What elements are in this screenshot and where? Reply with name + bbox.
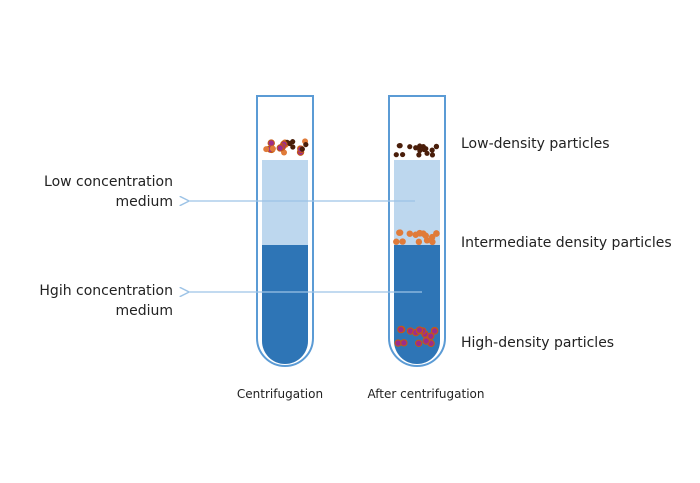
- low-density-particle: [399, 151, 406, 158]
- low-density-particle: [413, 145, 419, 151]
- low-density-particle: [433, 144, 440, 150]
- tube-left-outline: [256, 95, 314, 367]
- intermediate-density-particle: [396, 229, 403, 236]
- high-density-particle: [415, 339, 423, 347]
- low-density-particle: [393, 152, 399, 158]
- high-medium-label-line1: Hgih concentration: [39, 283, 173, 299]
- low-density-particle: [429, 152, 436, 158]
- tube-left-high-medium: [262, 245, 308, 364]
- high-density-particle: [400, 339, 408, 347]
- particle: [290, 144, 296, 150]
- particle: [276, 144, 284, 152]
- intermediate-density-particles: [393, 229, 440, 246]
- low-density-particle: [407, 144, 413, 150]
- particle: [299, 146, 305, 152]
- tube-left: [256, 95, 314, 367]
- tube-right-low-medium: [394, 160, 440, 245]
- particle: [303, 141, 309, 148]
- low-density-particle: [417, 143, 423, 149]
- intermediate-density-particle: [393, 238, 400, 245]
- high-density-particle: [427, 332, 435, 340]
- tube-left-low-medium: [262, 160, 308, 245]
- particle: [290, 139, 296, 145]
- high-density-particle: [415, 326, 424, 334]
- low-density-particle: [416, 152, 422, 158]
- intermediate-density-particle: [415, 238, 423, 246]
- high-density-particle: [422, 337, 430, 345]
- high-density-particle: [430, 327, 439, 335]
- low-density-particle: [429, 147, 435, 153]
- tube-left-caption: Centrifugation: [236, 387, 324, 401]
- intermediate-density-particle: [406, 230, 413, 237]
- tube-right-caption: After centrifugation: [367, 387, 485, 401]
- tube-right: [388, 95, 446, 367]
- particle: [267, 139, 275, 147]
- intermediate-density-particle: [416, 229, 423, 237]
- low-medium-label: Low concentration medium: [44, 172, 173, 212]
- tube-right-outline: [388, 95, 446, 367]
- high-density-label: High-density particles: [461, 335, 615, 351]
- intermediate-density-label: Intermediate density particles: [461, 235, 672, 251]
- tube-left-mixed-particles: [263, 138, 309, 156]
- high-medium-label-line2: medium: [115, 303, 173, 319]
- intermediate-density-particle: [423, 237, 431, 244]
- high-density-particles: [394, 325, 439, 348]
- low-medium-label-line1: Low concentration: [44, 174, 173, 190]
- intermediate-density-particle: [428, 233, 436, 241]
- particle: [263, 146, 270, 153]
- low-density-particle: [421, 146, 427, 153]
- low-density-particle: [417, 147, 423, 154]
- low-density-label: Low-density particles: [461, 136, 610, 152]
- particle: [281, 149, 288, 156]
- low-medium-label-line2: medium: [115, 194, 173, 210]
- high-medium-label: Hgih concentration medium: [39, 281, 173, 321]
- intermediate-density-particle: [429, 238, 436, 246]
- high-density-particle: [397, 325, 405, 334]
- intermediate-density-particle: [433, 230, 440, 237]
- intermediate-density-particle: [399, 238, 406, 245]
- particle: [269, 145, 276, 152]
- low-density-particle: [424, 150, 430, 156]
- low-density-particle: [396, 143, 402, 149]
- low-density-particles: [393, 143, 440, 158]
